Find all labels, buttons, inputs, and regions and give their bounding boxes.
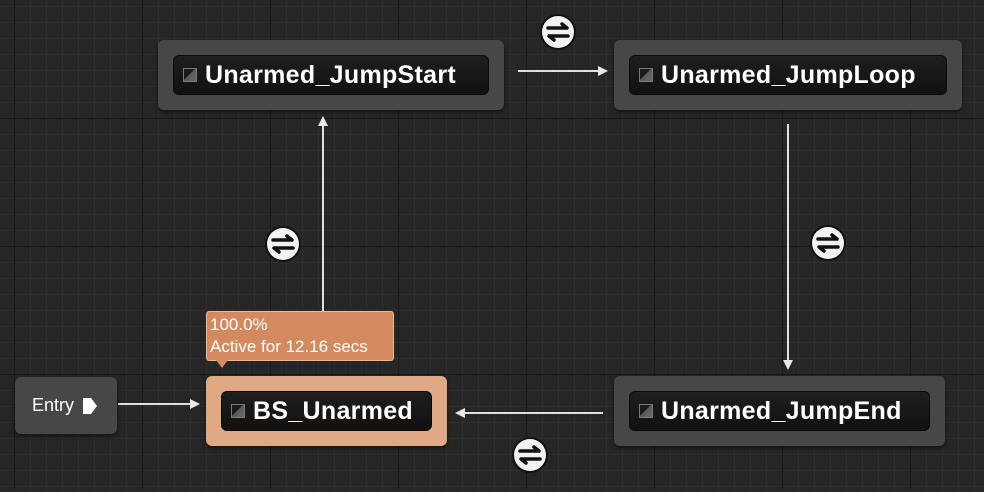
transition-rule-icon[interactable]	[511, 436, 549, 474]
state-node-jumploop-body[interactable]: Unarmed_JumpLoop	[629, 55, 947, 95]
state-node-jumploop-label: Unarmed_JumpLoop	[661, 60, 916, 89]
debug-percent: 100.0%	[210, 315, 268, 334]
state-node-jumpend[interactable]: Unarmed_JumpEnd	[614, 376, 945, 446]
state-node-icon	[639, 68, 653, 82]
state-node-jumpstart-label: Unarmed_JumpStart	[205, 60, 456, 89]
state-node-bsunarmed[interactable]: BS_Unarmed	[206, 376, 447, 446]
transition-rule-icon[interactable]	[539, 13, 577, 51]
transition-rule-icon[interactable]	[809, 224, 847, 262]
entry-node[interactable]: Entry	[15, 377, 117, 434]
exec-pin-icon[interactable]	[82, 396, 100, 416]
state-node-bsunarmed-body[interactable]: BS_Unarmed	[221, 391, 432, 431]
state-node-jumpend-label: Unarmed_JumpEnd	[661, 396, 902, 425]
state-node-bsunarmed-label: BS_Unarmed	[253, 396, 413, 425]
state-node-jumpstart-body[interactable]: Unarmed_JumpStart	[173, 55, 489, 95]
state-node-icon	[639, 404, 653, 418]
state-node-jumpstart[interactable]: Unarmed_JumpStart	[158, 40, 504, 110]
state-node-icon	[231, 404, 245, 418]
state-node-jumploop[interactable]: Unarmed_JumpLoop	[614, 40, 962, 110]
entry-label: Entry	[32, 395, 75, 415]
debug-tooltip-tail	[216, 360, 228, 368]
debug-active-time: Active for 12.16 secs	[210, 337, 368, 356]
debug-active-tooltip: 100.0% Active for 12.16 secs	[206, 311, 394, 361]
state-node-icon	[183, 68, 197, 82]
transition-rule-icon[interactable]	[264, 225, 302, 263]
state-node-jumpend-body[interactable]: Unarmed_JumpEnd	[629, 391, 930, 431]
